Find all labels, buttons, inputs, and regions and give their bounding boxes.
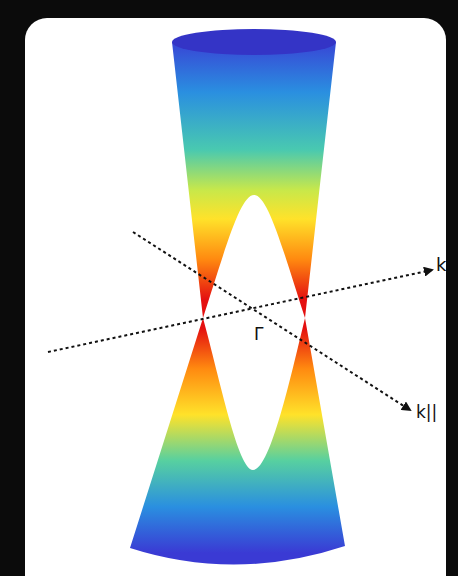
k-parallel-axis: [133, 232, 410, 410]
upper-cone: [172, 42, 336, 318]
k-axis: [48, 270, 432, 352]
lower-cone: [130, 318, 345, 565]
upper-cone-top: [172, 29, 336, 55]
axis-label: k||: [416, 404, 437, 421]
point-label: Γ: [254, 326, 263, 343]
panel: [25, 18, 446, 576]
axis-label: k: [436, 256, 446, 274]
